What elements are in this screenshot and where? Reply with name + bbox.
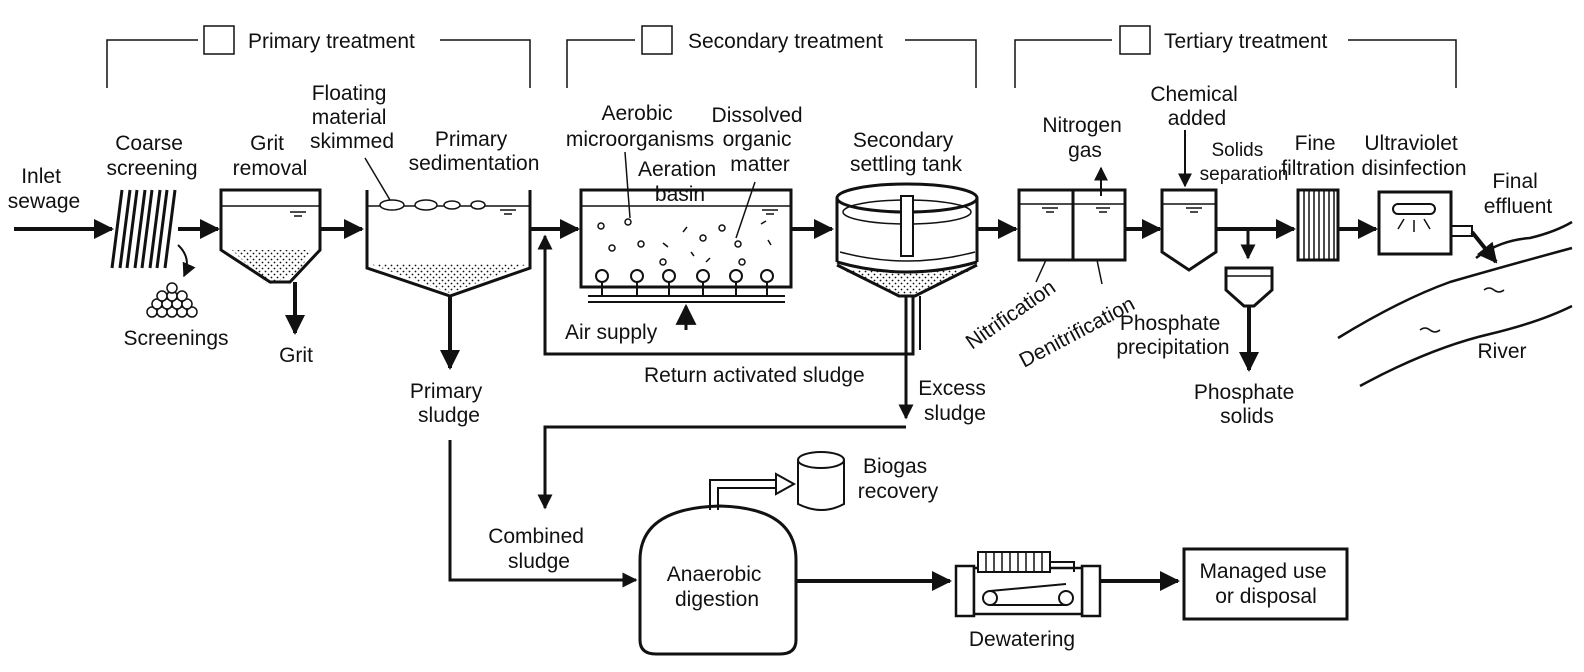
nitri-water-level-icon (1042, 207, 1110, 213)
fine-filter-unit (1296, 188, 1340, 262)
coarse-screening-label: Coarse screening (106, 132, 197, 180)
biogas-arrow-head (775, 472, 797, 496)
uv-disinfection-label: Ultraviolet disinfection (1361, 132, 1466, 180)
tertiary-stage-title: Tertiary treatment (1164, 30, 1328, 53)
excess-sludge-label: Excess sludge (918, 377, 992, 425)
phosphate-precipitation-tank (1160, 188, 1218, 272)
screenings-label: Screenings (123, 327, 228, 350)
return-sludge-label: Return activated sludge (644, 364, 865, 387)
anaerobic-digester-tank (638, 504, 798, 656)
return-sludge-line (537, 234, 915, 356)
floating-scum-icon (379, 199, 486, 211)
primary-tank-sediment (370, 264, 528, 293)
secondary-stage-bracket (566, 25, 977, 88)
aeration-basin-tank (579, 188, 793, 289)
dissolved-organic-label: Dissolved organic matter (712, 104, 809, 176)
aeration-basin-label: Aeration basin (638, 158, 722, 206)
screenings-pile-icon (146, 282, 198, 318)
nitrogen-gas-label: Nitrogen gas (1042, 114, 1127, 162)
river-bank-lower (1337, 246, 1573, 340)
grit-water-level-icon (290, 211, 306, 217)
primary-stage-title: Primary treatment (248, 30, 415, 53)
phosphate-precipitation-label: Phosphate precipitation (1116, 312, 1229, 359)
biogas-recovery-label: Biogas recovery (858, 455, 939, 503)
aerobic-microorganisms-label: Aerobic microorganisms (566, 102, 714, 151)
managed-use-box (1182, 547, 1349, 621)
air-diffusers (595, 269, 774, 283)
dewatering-press-icon (954, 551, 1102, 618)
managed-use-label: Managed use or disposal (1199, 560, 1332, 608)
nitrification-pointer (1035, 259, 1047, 283)
grit-label: Grit (279, 344, 313, 367)
inlet-label: Inlet sewage (8, 165, 80, 213)
river-label: River (1477, 340, 1526, 363)
air-supply-label: Air supply (565, 321, 658, 344)
dewatering-label: Dewatering (969, 628, 1075, 651)
primary-sludge-label: Primary sludge (410, 380, 488, 427)
tertiary-stage-bracket (1014, 25, 1457, 88)
phosphate-water-level-icon (1186, 207, 1202, 213)
river-bank-upper (1475, 220, 1573, 260)
air-supply-manifold (588, 282, 785, 303)
microorganism-pointer-line (624, 151, 631, 219)
anaerobic-digestion-label: Anaerobic digestion (667, 563, 767, 611)
uv-rays-icon (1397, 218, 1431, 232)
skim-pointer-line (364, 157, 391, 201)
primary-sludge-to-digester-line (448, 440, 638, 588)
screenings-curved-arrow (177, 244, 196, 278)
fine-filtration-label: Fine filtration (1281, 132, 1355, 180)
aeration-water-level-icon (762, 209, 778, 215)
excess-to-combined-line (537, 425, 906, 510)
grit-tank-sediment (232, 250, 310, 285)
primary-water-level-icon (500, 209, 516, 215)
solids-separation-label: Solids separation (1200, 140, 1289, 185)
river-waves-icon (1419, 287, 1505, 333)
uv-lamp-icon (1392, 203, 1436, 215)
final-effluent-label: Final effluent (1484, 170, 1553, 218)
fine-filter-media (1303, 190, 1335, 260)
primary-stage-bracket (106, 25, 531, 88)
secondary-settling-label: Secondary settling tank (850, 129, 963, 176)
microorganism-particles (597, 218, 772, 266)
denitrification-pointer (1096, 259, 1103, 285)
chemical-added-label: Chemical added (1150, 83, 1243, 130)
combined-sludge-label: Combined sludge (488, 525, 590, 573)
settling-sediment (842, 270, 972, 294)
denitrification-tank (1071, 188, 1127, 262)
solids-separation-tank (1224, 266, 1274, 308)
nitrification-tank (1017, 188, 1075, 262)
effluent-discharge-arrow (1470, 230, 1498, 264)
uv-outlet-pipe (1451, 225, 1473, 237)
primary-sedimentation-label: Primary sedimentation (409, 128, 540, 175)
phosphate-solids-label: Phosphate solids (1194, 381, 1300, 428)
uv-disinfection-unit (1377, 190, 1453, 256)
coarse-screen-icon (110, 189, 177, 269)
grit-removal-tank (219, 188, 322, 284)
floating-material-label: Floating material skimmed (310, 82, 394, 153)
biogas-tank-icon (797, 451, 845, 511)
grit-removal-label: Grit removal (233, 132, 308, 180)
biogas-pipe (709, 479, 776, 510)
secondary-stage-title: Secondary treatment (688, 30, 883, 53)
river-bank-far (1359, 304, 1573, 388)
